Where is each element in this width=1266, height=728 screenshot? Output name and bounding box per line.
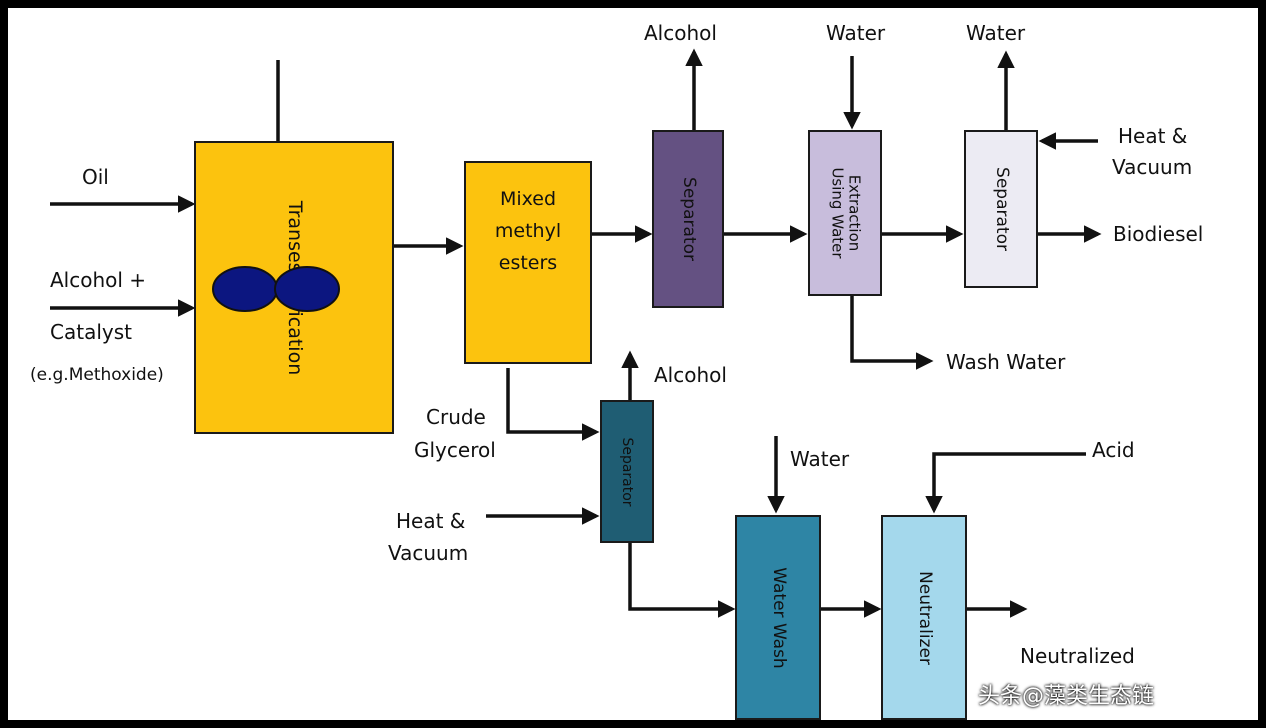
- acid-arrow: [925, 452, 1086, 514]
- alcohol-out-label: Alcohol: [644, 21, 717, 45]
- separator-to-wash-arrow: [628, 543, 736, 618]
- neutralized-label: Neutralized: [1020, 644, 1135, 668]
- oil-label: Oil: [82, 165, 109, 189]
- impeller-left-blade: [212, 266, 278, 312]
- process-flow-diagram: Transesterification Mixed methyl esters …: [8, 8, 1258, 720]
- extraction-label-line1: Extraction: [845, 174, 864, 252]
- extraction-label-line2: Using Water: [828, 167, 846, 259]
- heat-vacuum-bottom-label-2: Vacuum: [388, 541, 469, 565]
- water-wash-tank: Water Wash: [735, 515, 821, 720]
- heat-vacuum-top-label-2: Vacuum: [1112, 155, 1193, 179]
- separator-label-3: Separator: [619, 436, 636, 507]
- heat-vacuum-top-label-1: Heat &: [1118, 124, 1188, 148]
- water-out-label: Water: [966, 21, 1026, 45]
- wash-water-label: Wash Water: [946, 350, 1066, 374]
- heat-vacuum-bottom-label-1: Heat &: [396, 509, 466, 533]
- separator-label-2: Separator: [991, 167, 1012, 251]
- impeller: [212, 266, 340, 312]
- crude-glycerol-label-2: Glycerol: [414, 438, 496, 462]
- connector-arrows: [50, 48, 1102, 618]
- acid-label: Acid: [1092, 438, 1135, 462]
- alcohol-catalyst-label-2: Catalyst: [50, 320, 132, 344]
- water-separator: Separator: [964, 130, 1038, 288]
- wash-water-arrow: [850, 296, 934, 370]
- alcohol-catalyst-label-1: Alcohol +: [50, 268, 147, 292]
- mixed-label-line2: methyl: [494, 220, 562, 242]
- water-in-label: Water: [826, 21, 886, 45]
- extraction-label: Extraction Using Water: [828, 167, 863, 258]
- watermark: 头条@藻类生态链: [978, 684, 1155, 709]
- neutralizer-label: Neutralizer: [914, 570, 935, 665]
- glycerol-separator: Separator: [600, 400, 654, 543]
- mixed-methyl-esters-tank: Mixed methyl esters: [464, 161, 592, 364]
- crude-glycerol-arrow: [506, 368, 600, 441]
- separator-label: Separator: [678, 177, 699, 261]
- alcohol-separator: Separator: [652, 130, 724, 308]
- impeller-right-blade: [274, 266, 340, 312]
- mixed-label-line3: esters: [498, 252, 558, 274]
- extraction-using-water: Extraction Using Water: [808, 130, 882, 296]
- neutralizer-tank: Neutralizer: [881, 515, 967, 720]
- water-wash-label: Water Wash: [768, 566, 789, 669]
- water-in-label-2: Water: [790, 447, 850, 471]
- example-label: (e.g.Methoxide): [30, 365, 164, 385]
- crude-glycerol-label-1: Crude: [426, 405, 486, 429]
- biodiesel-label: Biodiesel: [1113, 222, 1204, 246]
- alcohol-out-label-2: Alcohol: [654, 363, 727, 387]
- mixed-label-line1: Mixed: [499, 188, 557, 210]
